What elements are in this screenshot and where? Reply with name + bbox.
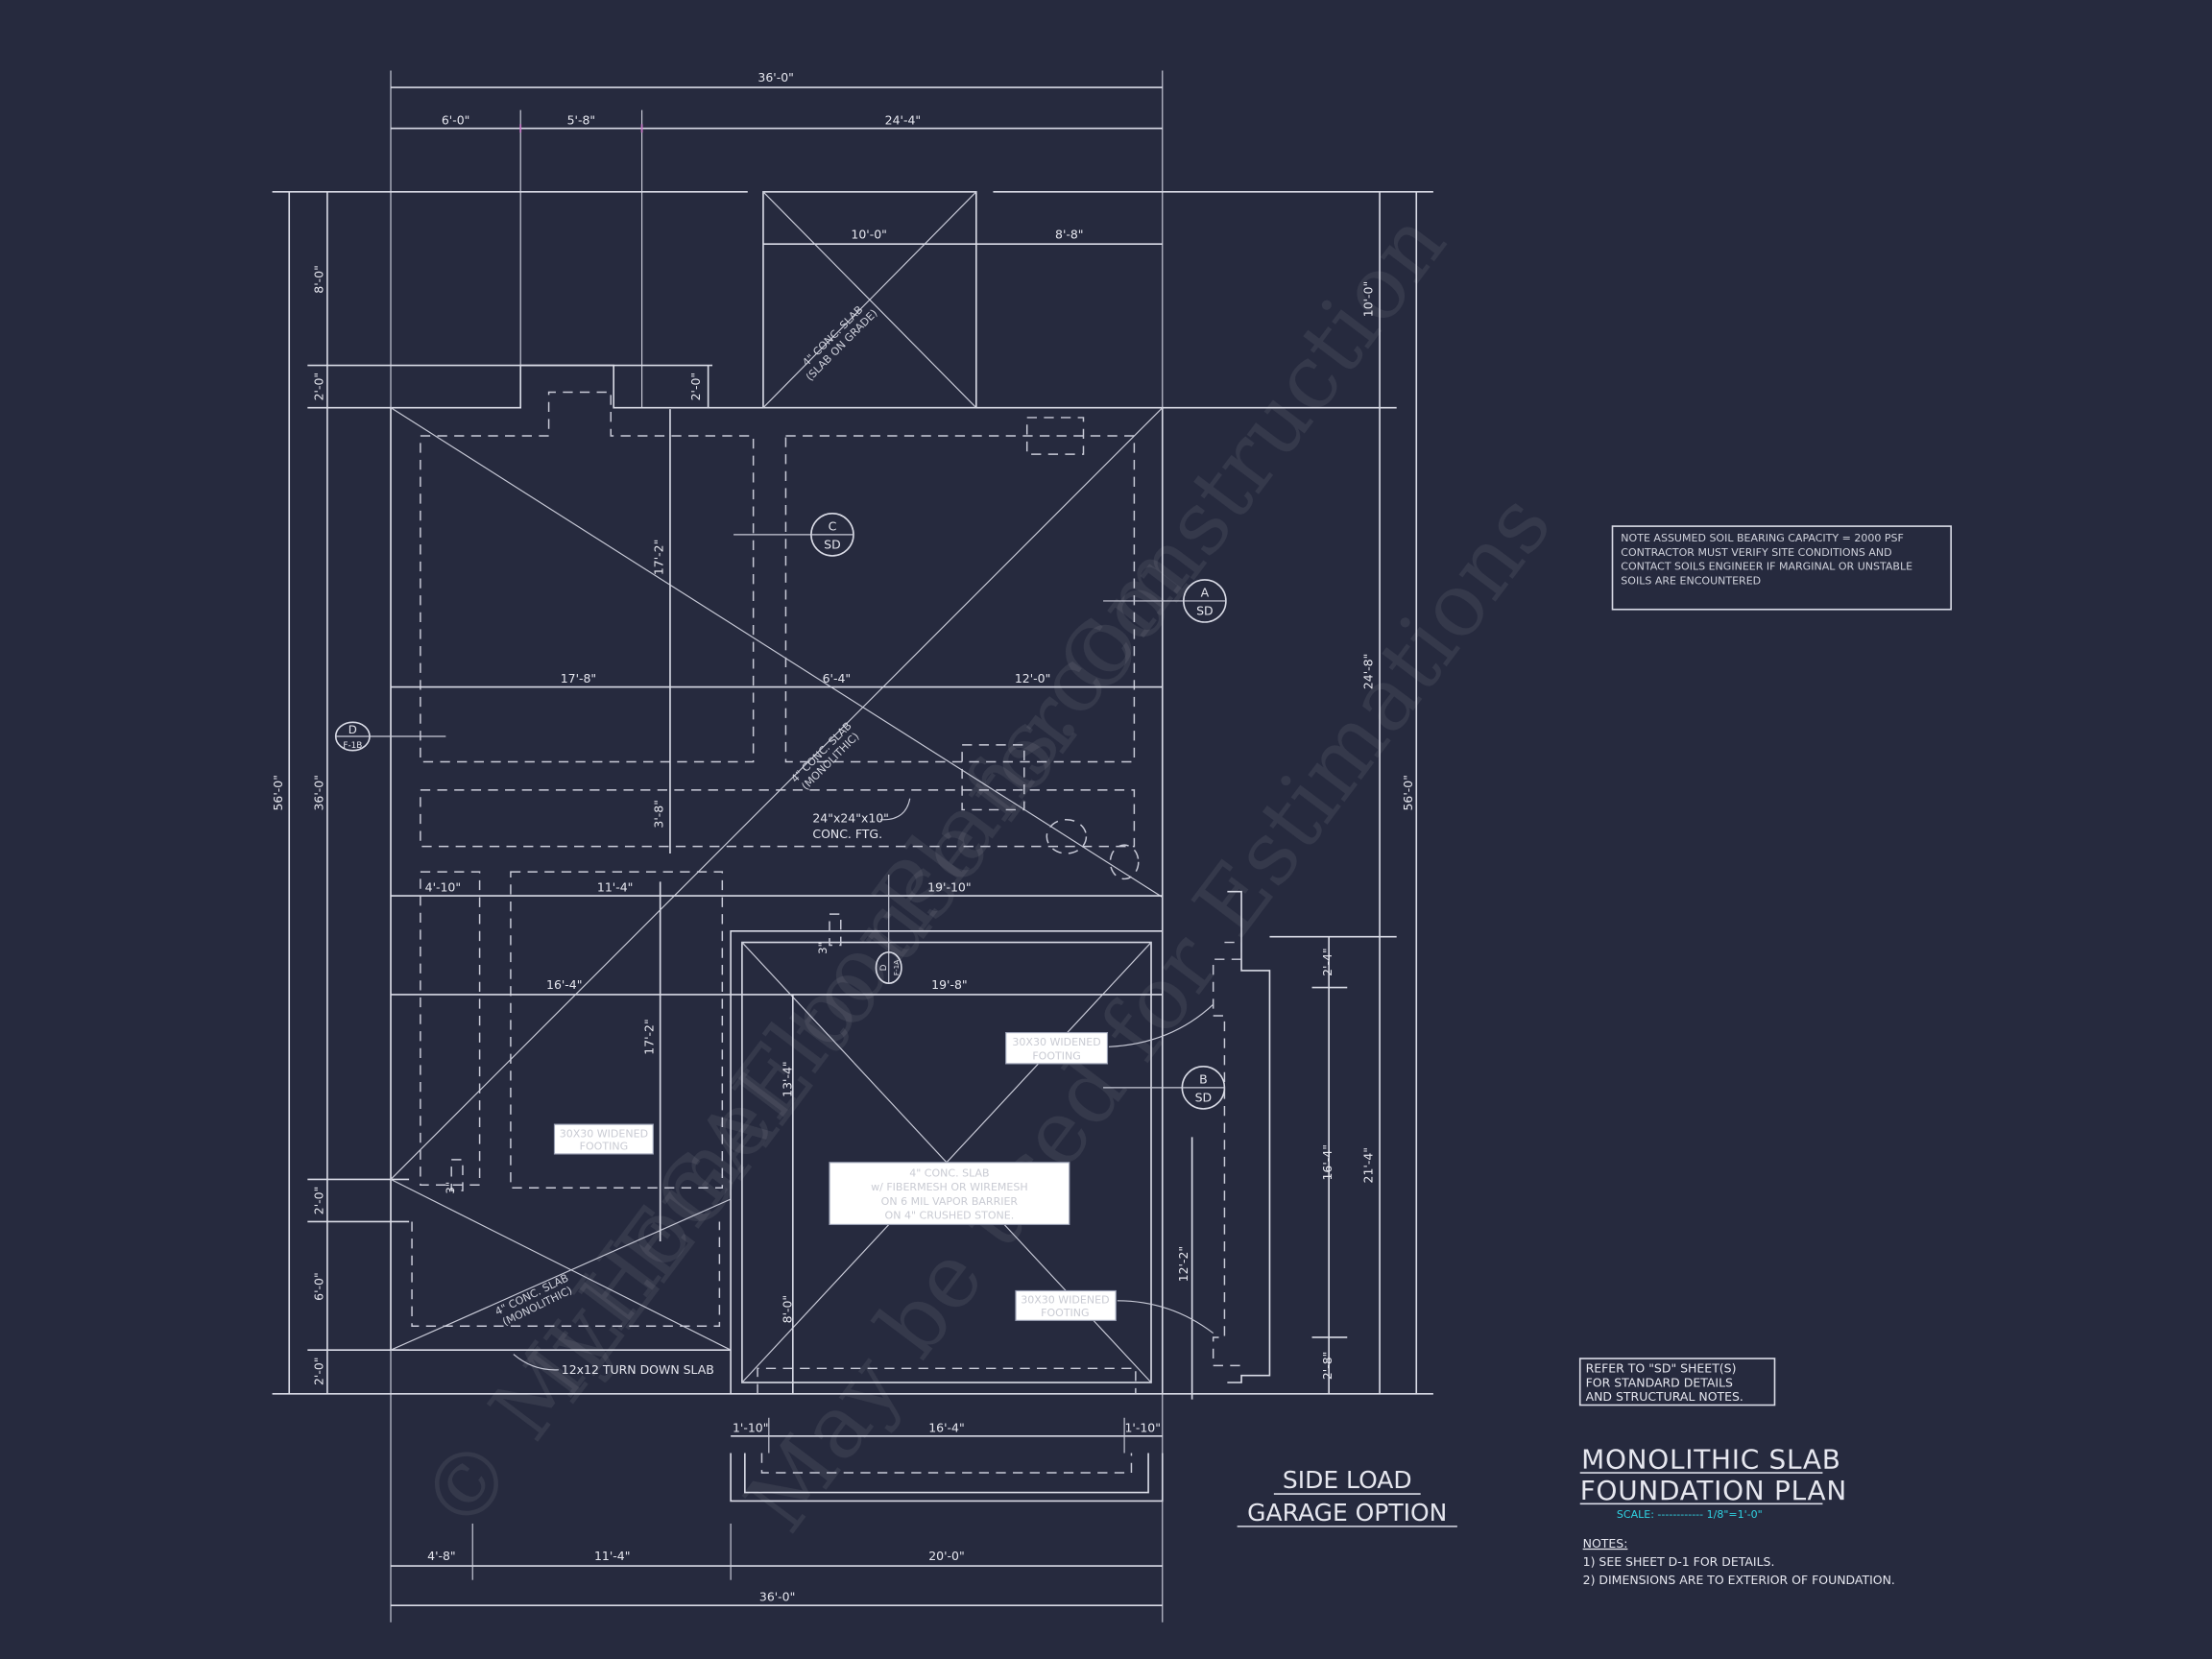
dim-row1: 6'-4" — [823, 671, 852, 685]
tag-a-top: A — [1201, 586, 1210, 600]
garage-slab-label: ON 4" CRUSHED STONE. — [885, 1210, 1015, 1222]
sd-note: REFER TO "SD" SHEET(S) FOR STANDARD DETA… — [1578, 1358, 1776, 1407]
notes-heading: NOTES: — [1583, 1536, 1628, 1551]
tag-d-top: D — [349, 723, 357, 736]
widened-footing-label: 30X30 WIDENED — [1012, 1036, 1100, 1048]
dim-garage-right: 16'-4" — [1320, 1144, 1334, 1180]
right-dimensions: 10'-0" 24'-8" 56'-0" 21'-4" 2'-4" 16'-4"… — [1162, 191, 1418, 1400]
soil-note-line: SOILS ARE ENCOUNTERED — [1621, 574, 1761, 587]
tag-d2-bottom: F-1A — [892, 960, 901, 976]
tag-d2-top: D — [879, 964, 889, 971]
section-tags: C SD A SD B SD D F-1B D F-1A — [334, 513, 1227, 1110]
sd-note-line: FOR STANDARD DETAILS — [1586, 1375, 1733, 1389]
title-block: MONOLITHIC SLAB FOUNDATION PLAN SCALE: -… — [1580, 1444, 1895, 1587]
widened-footing-label: 30X30 WIDENED — [1021, 1294, 1109, 1307]
tag-b-top: B — [1199, 1071, 1208, 1086]
tag-d-bottom: F-1B — [343, 741, 362, 751]
option-title-line: GARAGE OPTION — [1247, 1499, 1447, 1527]
garage-slab-label: w/ FIBERMESH OR WIREMESH — [871, 1181, 1028, 1193]
option-title: SIDE LOAD GARAGE OPTION — [1237, 1466, 1457, 1527]
interior-dimensions: 17'-8" 6'-4" 12'-0" 4'-10" 11'-4" 19'-10… — [391, 365, 1163, 1394]
widened-footing-label: FOOTING — [580, 1141, 628, 1153]
dim-row2: 11'-4" — [597, 880, 633, 895]
soil-note-line: CONTRACTOR MUST VERIFY SITE CONDITIONS A… — [1621, 546, 1891, 559]
garage-slab-label: ON 6 MIL VAPOR BARRIER — [881, 1195, 1019, 1208]
tag-b-bottom: SD — [1195, 1091, 1213, 1105]
dim-left-seg: 2'-0" — [311, 1357, 325, 1385]
dim-vertical: 3'-8" — [652, 800, 666, 829]
dim-garage-inner: 8'-0" — [780, 1295, 794, 1324]
dim-porch-2: 8'-8" — [1055, 227, 1084, 241]
dim-garage-front: 1'-10" — [733, 1420, 768, 1434]
soil-note-line: CONTACT SOILS ENGINEER IF MARGINAL OR UN… — [1621, 561, 1912, 573]
plan-title: FOUNDATION PLAN — [1580, 1475, 1847, 1506]
dim-row3: 16'-4" — [546, 977, 582, 992]
sd-note-line: REFER TO "SD" SHEET(S) — [1586, 1361, 1737, 1376]
turn-down-label: 12x12 TURN DOWN SLAB — [562, 1362, 714, 1377]
dim-garage-front: 16'-4" — [928, 1420, 964, 1434]
dim-garage-right: 2'-8" — [1320, 1352, 1334, 1381]
dim-bottom-overall: 36'-0" — [759, 1590, 795, 1604]
dim-bottom: 11'-4" — [594, 1549, 630, 1563]
widened-footing-label: 30X30 WIDENED — [560, 1127, 648, 1140]
dim-vertical: 17'-2" — [652, 540, 666, 575]
footing-label: CONC. FTG. — [812, 827, 882, 841]
dim-top-3: 24'-4" — [885, 112, 921, 127]
dim-vertical: 17'-2" — [641, 1019, 656, 1054]
dim-garage-side: 12'-2" — [1176, 1246, 1190, 1282]
top-dimensions: 36'-0" 6'-0" 5'-8" 24'-4" — [272, 70, 1433, 1623]
dim-top-1: 6'-0" — [442, 112, 470, 127]
garage-slab-label: 4" CONC. SLAB — [909, 1166, 989, 1179]
tag-c-top: C — [829, 518, 837, 533]
dim-left-seg: 2'-0" — [311, 1187, 325, 1215]
dim-garage-inner: 3" — [444, 1182, 457, 1194]
soil-note: NOTE ASSUMED SOIL BEARING CAPACITY = 200… — [1611, 525, 1952, 611]
dim-right-seg: 10'-0" — [1361, 281, 1376, 317]
dim-left-seg: 6'-0" — [311, 1272, 325, 1301]
note-line: 1) SEE SHEET D-1 FOR DETAILS. — [1583, 1554, 1775, 1569]
note-line: 2) DIMENSIONS ARE TO EXTERIOR OF FOUNDAT… — [1583, 1573, 1895, 1587]
dim-top-overall: 36'-0" — [757, 70, 793, 84]
sd-note-line: AND STRUCTURAL NOTES. — [1586, 1389, 1743, 1404]
dim-row2: 4'-10" — [425, 880, 461, 895]
dim-right-seg: 21'-4" — [1361, 1147, 1376, 1183]
dim-left-seg: 2'-0" — [311, 373, 325, 401]
dim-porch-1: 10'-0" — [851, 227, 886, 241]
dim-vertical: 2'-0" — [688, 373, 703, 401]
bottom-dimensions: 1'-10" 16'-4" 1'-10" 4'-8" 11'-4" 20'-0"… — [391, 1417, 1163, 1606]
dim-row1: 17'-8" — [561, 671, 596, 685]
option-title-line: SIDE LOAD — [1283, 1466, 1412, 1494]
dim-garage-inner: 13'-4" — [780, 1061, 794, 1096]
dim-row3: 19'-8" — [931, 977, 967, 992]
tag-a-bottom: SD — [1196, 604, 1214, 618]
dim-right-overall: 56'-0" — [1401, 775, 1415, 810]
dim-right-seg: 24'-8" — [1361, 654, 1376, 689]
dim-bottom: 20'-0" — [928, 1549, 964, 1563]
dim-top-2: 5'-8" — [567, 112, 596, 127]
widened-footing-label: FOOTING — [1041, 1307, 1089, 1319]
tag-c-bottom: SD — [824, 538, 841, 552]
dim-bottom: 4'-8" — [427, 1549, 456, 1563]
dim-left-seg: 8'-0" — [311, 265, 325, 294]
dim-row1: 12'-0" — [1015, 671, 1050, 685]
dim-garage-front: 1'-10" — [1124, 1420, 1160, 1434]
dim-row2: 19'-10" — [927, 880, 971, 895]
left-dimensions: 56'-0" 8'-0" 2'-0" 36'-0" 2'-0" 6'-0" 2'… — [271, 191, 1433, 1395]
dim-left-seg: 36'-0" — [311, 775, 325, 810]
dim-garage-right: 2'-4" — [1320, 948, 1334, 976]
widened-footing-label: FOOTING — [1032, 1050, 1080, 1063]
dim-left-overall: 56'-0" — [271, 775, 285, 810]
dim-garage-inner: 3" — [816, 942, 830, 954]
footing-label: 24"x24"x10" — [812, 811, 889, 826]
scale-label: SCALE: ------------ 1/8"=1'-0" — [1617, 1508, 1763, 1521]
soil-note-line: NOTE ASSUMED SOIL BEARING CAPACITY = 200… — [1621, 532, 1904, 544]
plan-title: MONOLITHIC SLAB — [1581, 1444, 1840, 1476]
